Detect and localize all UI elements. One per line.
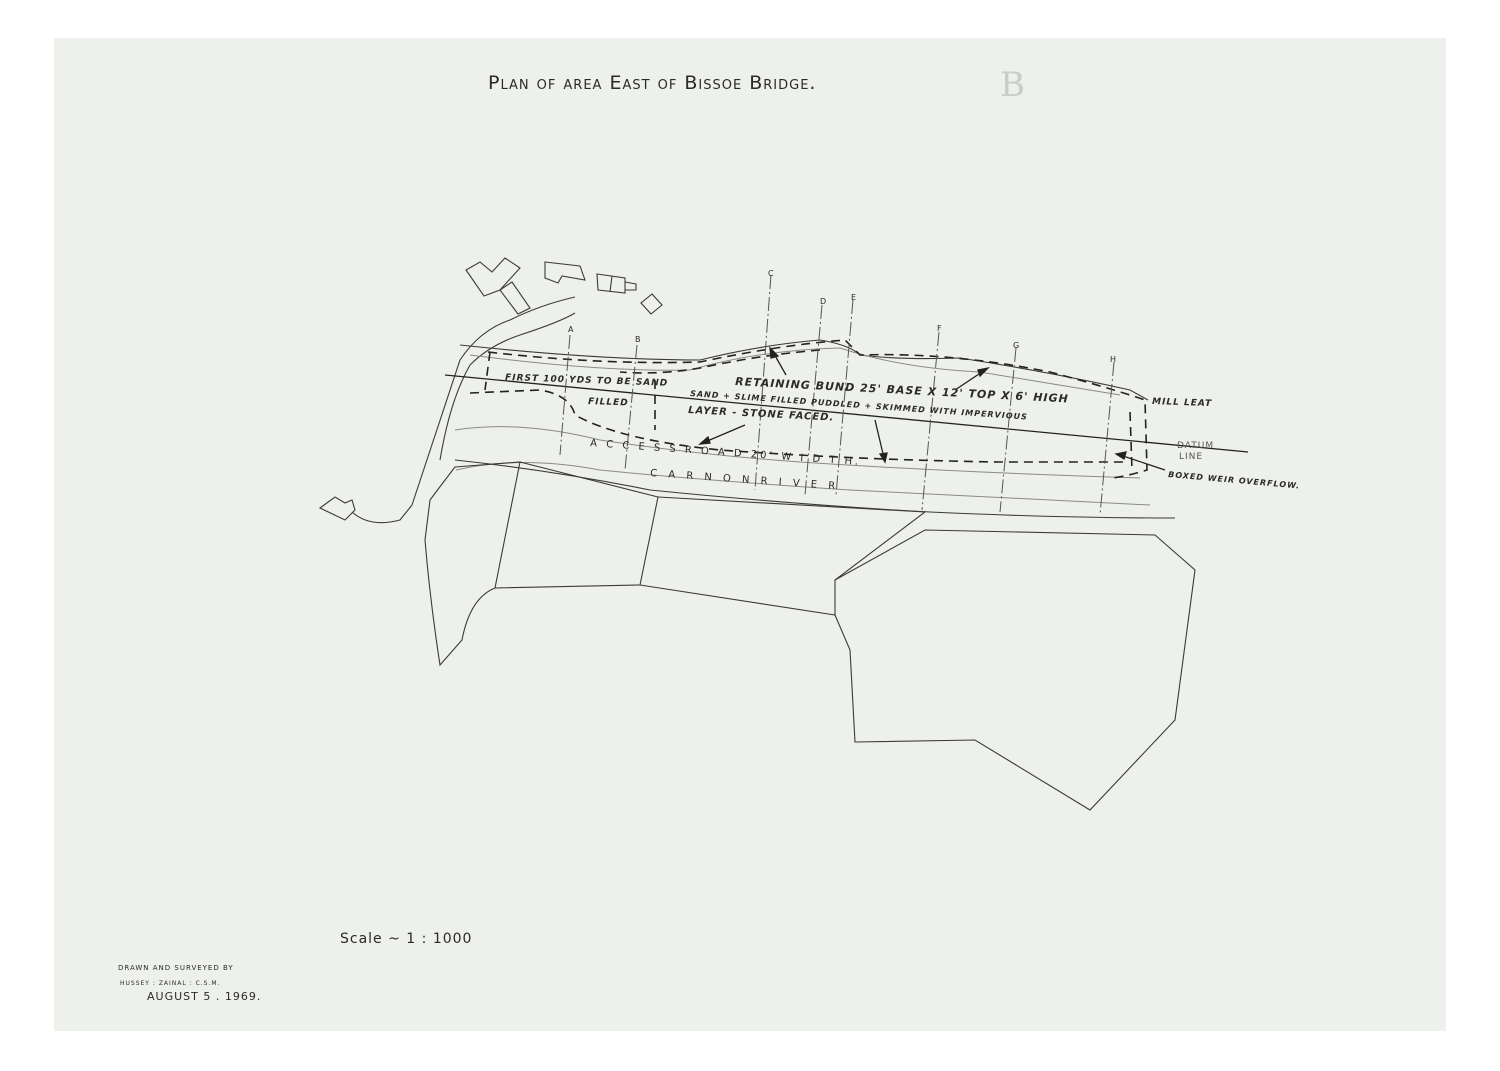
credits-line1: Drawn and surveyed by <box>118 964 234 972</box>
field-boundaries <box>424 461 1196 811</box>
sheet-mark: B <box>1000 65 1025 105</box>
section-label-c: C <box>768 269 775 278</box>
drawing-sheet <box>54 38 1446 1031</box>
plan-title: Plan of area East of Bissoe Bridge. <box>488 72 816 94</box>
buildings <box>318 257 663 524</box>
section-label-f: F <box>937 324 943 333</box>
bund-outline <box>469 339 1148 479</box>
section-lines: A B C D E F G H <box>559 269 1117 516</box>
credits-line2: Hussey : Zainal : C.S.M. <box>120 980 220 987</box>
annotation-arrows <box>698 346 1166 471</box>
credits-block: Drawn and surveyed by Hussey : Zainal : … <box>118 964 261 1003</box>
section-label-e: E <box>851 293 857 302</box>
credits-date: August 5 . 1969. <box>147 990 261 1003</box>
river-banks <box>411 296 1176 519</box>
section-label-g: G <box>1013 341 1020 350</box>
access-road-label: A c c e s s R o a d 20' W i d t h. <box>590 438 862 468</box>
filled-label: Filled <box>588 397 629 408</box>
boxed-weir-label: Boxed weir overflow. <box>1168 470 1301 491</box>
mill-leat-label: Mill Leat <box>1152 397 1212 409</box>
section-label-h: H <box>1110 355 1117 364</box>
section-label-b: B <box>635 335 642 344</box>
datum-line-label: Line <box>1179 452 1203 462</box>
scale-label: Scale ~ 1 : 1000 <box>340 931 472 947</box>
section-label-d: D <box>820 297 827 306</box>
first-fill-label: First 100 yds to be sand <box>505 373 668 389</box>
datum-line <box>444 374 1249 453</box>
carnon-river-label: C a r n o n R i v e r <box>650 468 840 492</box>
datum-label: Datum <box>1177 441 1214 451</box>
section-label-a: A <box>568 325 574 334</box>
